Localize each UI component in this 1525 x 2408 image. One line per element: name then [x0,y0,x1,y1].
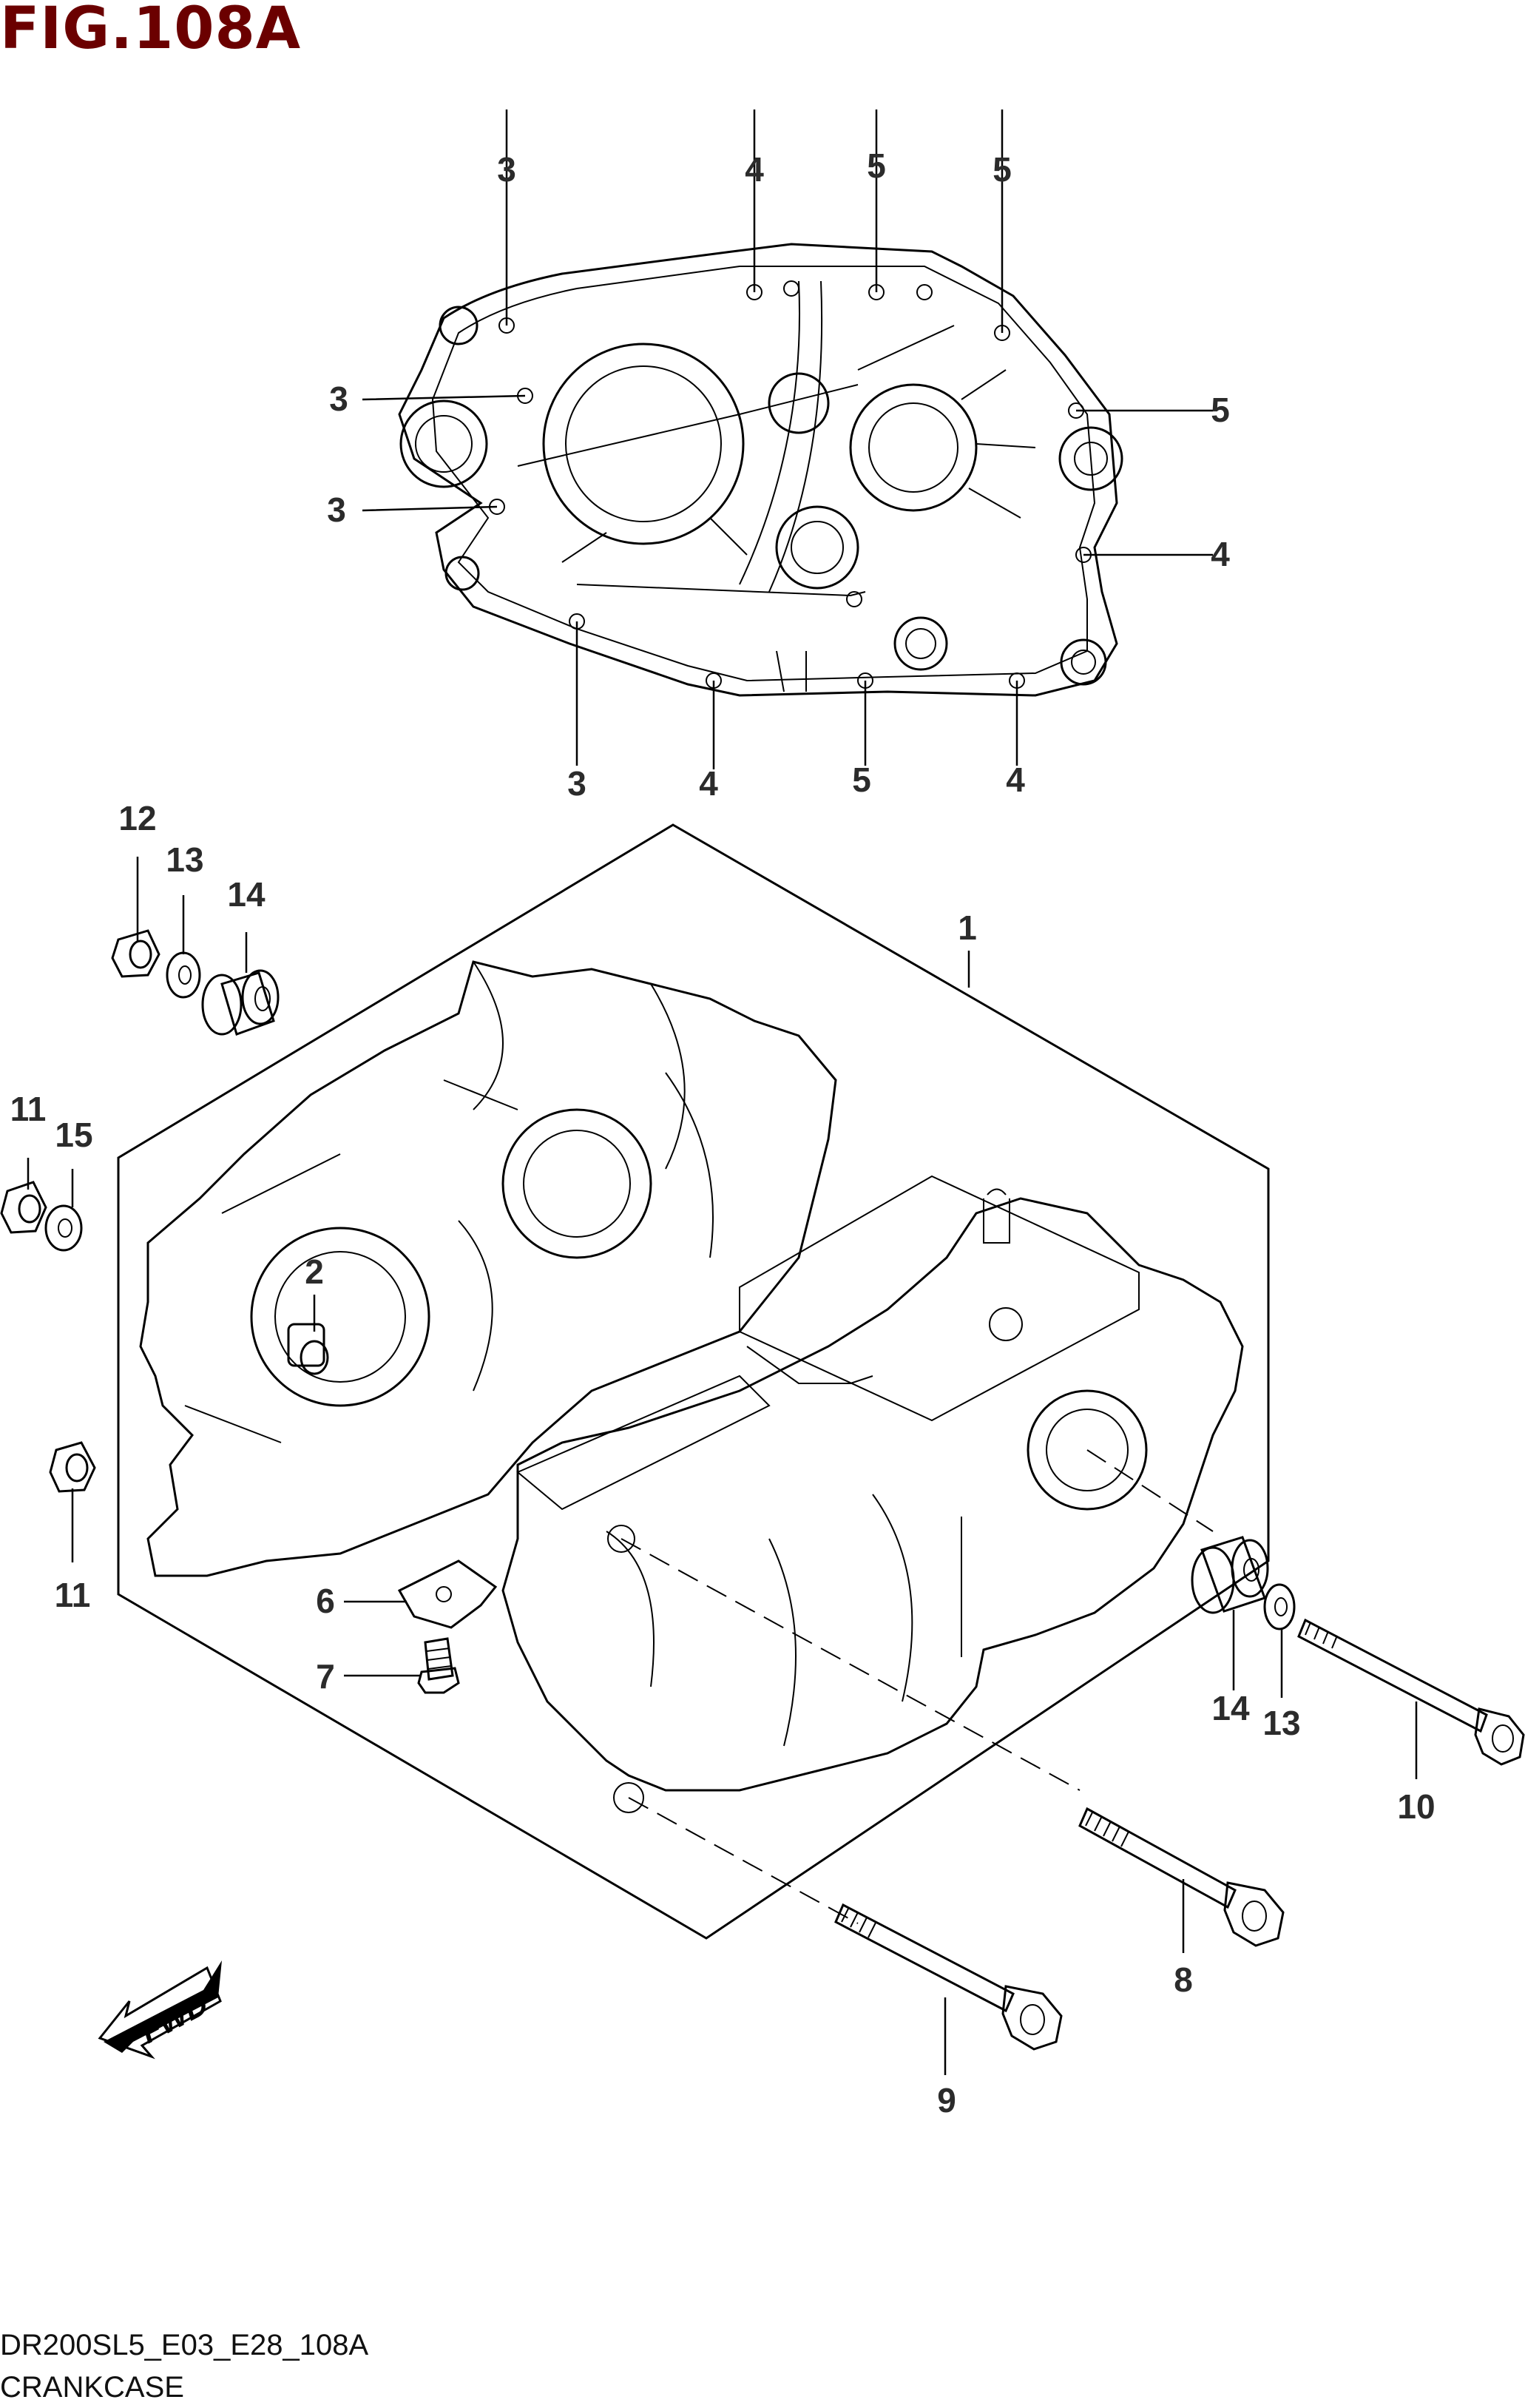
bolt-7 [417,1637,460,1694]
callout-5-top-b: 5 [993,150,1012,189]
fwd-arrow-icon: FWD [98,1960,222,2060]
callout-5-top-a: 5 [867,146,886,185]
figure-title: FIG.108A [0,0,302,62]
washer-13-upper [166,951,201,999]
nut-11-lower [49,1441,96,1493]
callout-9: 9 [937,2081,956,2119]
callout-4-bottom-b: 4 [1006,760,1025,799]
callout-4-bottom-a: 4 [699,764,718,803]
crankcase-face-view [362,109,1213,769]
callout-15: 15 [55,1116,92,1154]
bolt-8 [1078,1807,1285,1947]
callout-4-top: 4 [745,150,764,189]
washer-15 [44,1204,83,1252]
callout-14-upper: 14 [227,875,266,914]
callout-8: 8 [1174,1960,1193,1999]
callout-3-top: 3 [497,150,516,189]
sleeve-14-lower [1191,1536,1269,1614]
callout-5-right: 5 [1211,391,1230,429]
callout-5-bottom: 5 [852,760,871,799]
callout-3-left-a: 3 [329,380,348,418]
callout-13-lower: 13 [1262,1704,1300,1742]
callout-labels: 3 4 5 5 3 3 5 4 3 4 5 4 1 2 12 13 14 11 … [10,146,1436,2119]
callout-13-upper: 13 [166,840,203,879]
callout-1: 1 [958,908,977,947]
nut-12 [111,929,160,978]
nut-11-upper [0,1181,47,1234]
callout-7: 7 [316,1657,335,1696]
callout-10: 10 [1397,1787,1435,1826]
figure-description: CRANKCASE [0,2371,184,2404]
sleeve-14-upper [201,969,280,1036]
bolt-9 [834,1903,1063,2051]
callout-6: 6 [316,1582,335,1620]
callout-12: 12 [118,799,156,837]
figure-code: DR200SL5_E03_E28_108A [0,2329,369,2361]
fwd-label: FWD [135,1986,214,2050]
callout-14-lower: 14 [1211,1689,1250,1727]
bolt-10 [1297,1618,1525,1766]
clamp-6 [397,1559,498,1629]
callout-3-left-b: 3 [327,490,346,529]
crankcase-assembly [117,823,1270,1940]
callout-4-right: 4 [1211,535,1230,573]
washer-13-lower [1263,1583,1296,1630]
callout-3-bottom: 3 [567,764,586,803]
callout-11-lower: 11 [55,1576,91,1614]
callout-2: 2 [305,1252,324,1291]
callout-11-upper: 11 [10,1090,47,1128]
